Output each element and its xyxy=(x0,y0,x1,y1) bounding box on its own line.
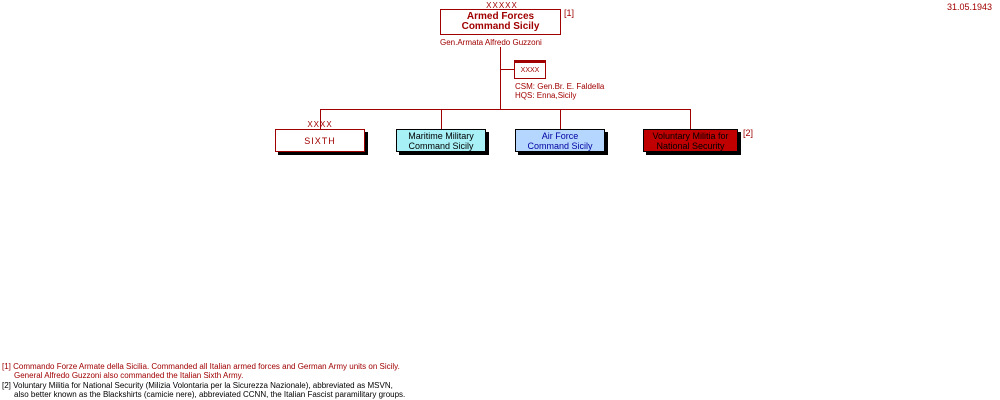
unit-box-sixth-army[interactable]: SIXTH xyxy=(275,129,365,152)
militia-line1: Voluntary Militia for xyxy=(652,130,729,141)
sixth-drop-line xyxy=(320,109,321,129)
staff-box[interactable]: XXXX xyxy=(514,60,546,79)
navy-line1: Maritime Military xyxy=(408,130,474,141)
staff-size-symbol: XXXX xyxy=(520,66,540,74)
hq-footnote-ref[interactable]: [1] xyxy=(564,8,575,18)
staff-hqs: HQS: Enna,Sicily xyxy=(515,91,577,100)
navy-drop-line xyxy=(441,109,442,129)
air-drop-line xyxy=(560,109,561,129)
hq-commander: Gen.Armata Alfredo Guzzoni xyxy=(440,38,542,47)
footnote-2-line1: [2] Voluntary Militia for National Secur… xyxy=(2,381,393,390)
navy-line2: Command Sicily xyxy=(408,140,474,151)
hq-trunk-line xyxy=(500,47,501,109)
militia-line2: National Security xyxy=(656,140,725,151)
staff-branch-line xyxy=(501,69,514,70)
footnote-2-line2: also better known as the Blackshirts (ca… xyxy=(14,390,406,399)
hq-size-symbol: XXXXX xyxy=(486,1,518,10)
hq-title-line1: Armed Forces xyxy=(466,11,535,22)
horizontal-bus-line xyxy=(320,109,691,110)
footnote-1-line1: [1] Commando Forze Armate della Sicilia.… xyxy=(2,362,400,371)
militia-drop-line xyxy=(690,109,691,129)
staff-csm: CSM: Gen.Br. E. Faldella xyxy=(515,82,605,91)
militia-footnote-ref[interactable]: [2] xyxy=(743,128,754,138)
date-label: 31.05.1943 xyxy=(946,2,992,12)
air-line1: Air Force xyxy=(541,130,579,141)
air-line2: Command Sicily xyxy=(527,140,593,151)
unit-box-maritime-military-command[interactable]: Maritime Military Command Sicily xyxy=(396,129,486,152)
hq-title-line2: Command Sicily xyxy=(461,21,540,32)
footnote-1-line2: General Alfredo Guzzoni also commanded t… xyxy=(14,371,244,380)
sixth-size-symbol: XXXX xyxy=(307,120,333,129)
unit-box-voluntary-militia[interactable]: Voluntary Militia for National Security xyxy=(643,129,738,152)
hq-box-armed-forces-command-sicily[interactable]: Armed Forces Command Sicily xyxy=(440,9,561,35)
unit-box-air-force-command[interactable]: Air Force Command Sicily xyxy=(515,129,605,152)
sixth-label: SIXTH xyxy=(304,135,336,146)
